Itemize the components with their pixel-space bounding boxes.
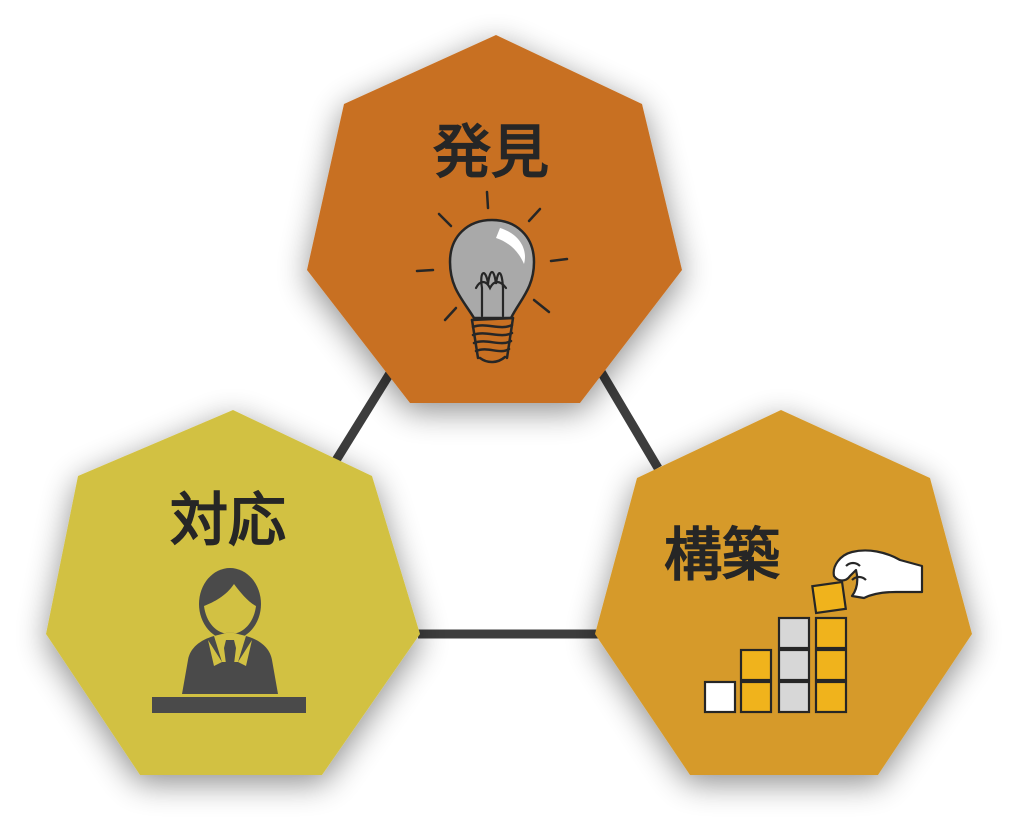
lightbulb-icon [415, 190, 569, 364]
node-construction: 構築 [595, 410, 972, 775]
stacking-blocks-icon [703, 549, 924, 714]
businessman-at-desk-icon [152, 568, 306, 713]
connector-discovery-response [331, 367, 396, 465]
connectors [331, 367, 662, 639]
node-discovery: 発見 [307, 35, 682, 403]
node-label-construction: 構築 [664, 521, 781, 589]
node-label-response: 対応 [170, 486, 286, 554]
node-response: 対応 [46, 410, 420, 775]
heptagon-construction [595, 410, 972, 775]
node-label-discovery: 発見 [433, 118, 549, 186]
connector-discovery-construction [596, 367, 662, 471]
